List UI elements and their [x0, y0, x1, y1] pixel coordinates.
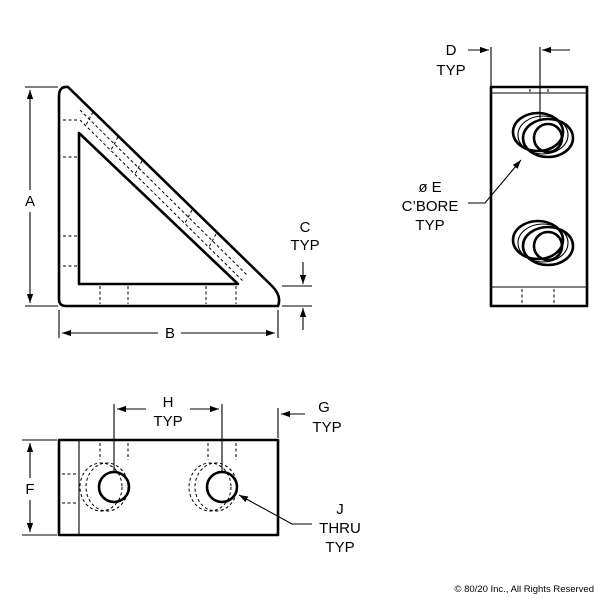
dim-f-label: F	[25, 481, 34, 498]
thru-hole-right	[188, 462, 239, 512]
dim-j-typ: TYP	[325, 539, 354, 556]
dim-b-label: B	[165, 325, 175, 342]
copyright-notice: © 80/20 Inc., All Rights Reserved	[454, 584, 594, 595]
side-view: A B C TYP	[25, 85, 320, 342]
front-view: D TYP ø E C’BORE TYP	[402, 42, 589, 308]
dim-c-typ: TYP	[290, 237, 319, 254]
dim-j-label: J	[336, 501, 344, 518]
hidden-lines	[63, 109, 249, 304]
dim-g-label: G	[318, 399, 330, 416]
dim-d-typ: TYP	[436, 62, 465, 79]
dim-e-label: ø E	[418, 179, 441, 196]
dim-h-typ: TYP	[153, 413, 182, 430]
dim-e-typ: TYP	[415, 217, 444, 234]
gusset-inner-window	[77, 131, 240, 286]
bottom-view-outline	[57, 438, 280, 537]
dim-g-typ: TYP	[312, 419, 341, 436]
dim-j-thru: THRU	[319, 520, 361, 537]
counterbore-lower	[511, 219, 575, 267]
gusset-outline	[57, 85, 281, 308]
bottom-view: H TYP G TYP F J THRU TYP	[22, 394, 361, 556]
counterbore-upper	[511, 111, 575, 159]
dim-a-label: A	[25, 193, 35, 210]
dim-e-cbore: C’BORE	[402, 198, 459, 215]
dim-c-label: C	[300, 219, 311, 236]
thru-hole-left	[79, 462, 131, 512]
dim-d-label: D	[446, 42, 457, 59]
dim-h-label: H	[163, 394, 174, 411]
